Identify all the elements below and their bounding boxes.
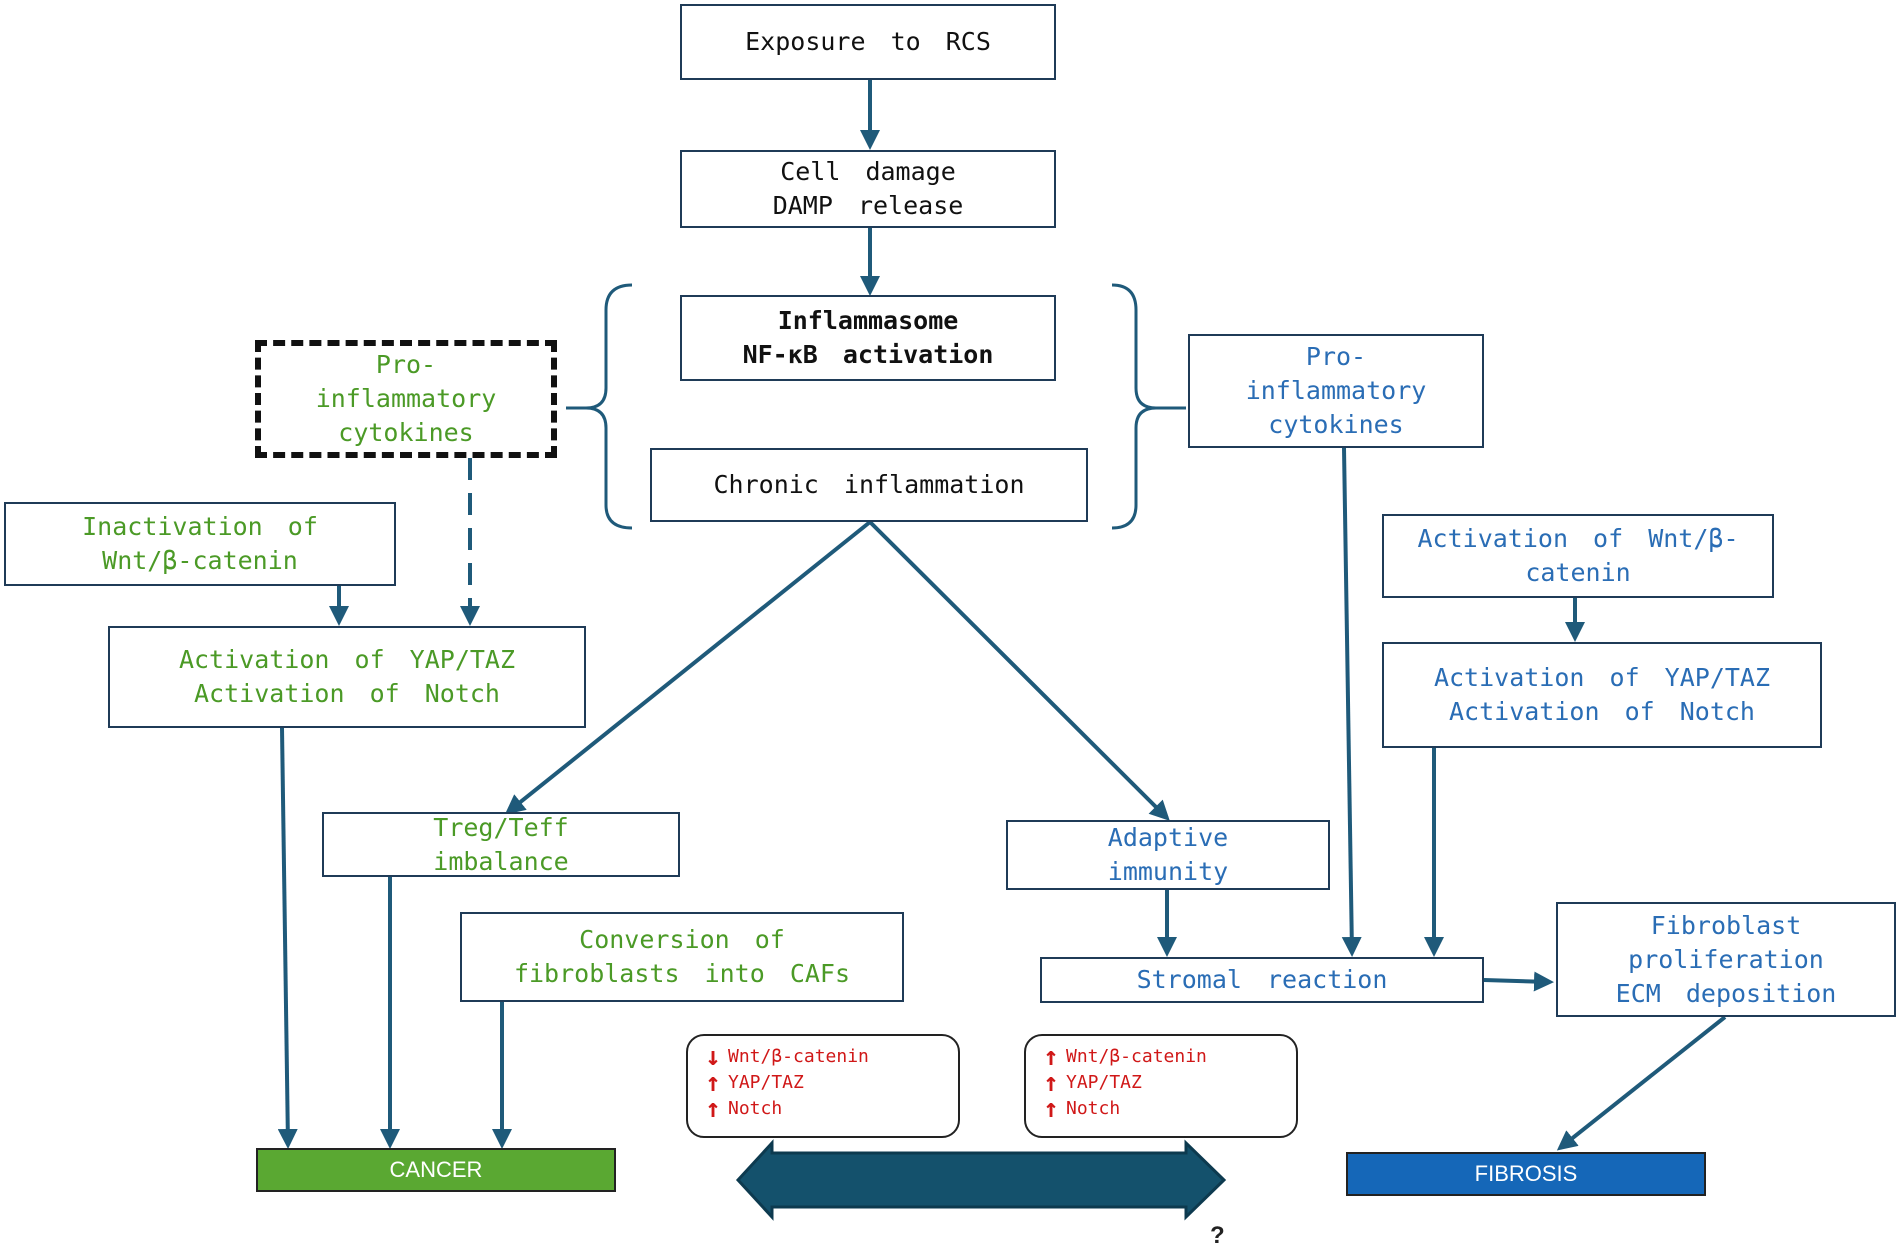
node-text: imbalance (433, 846, 569, 876)
signal-row: ↑ YAP/TAZ (698, 1070, 958, 1096)
node-exposure-to-rcs: Exposure to RCS (680, 4, 1056, 80)
node-text: cytokines (338, 418, 474, 447)
question-mark: ? (1210, 1222, 1225, 1249)
outcome-cancer: CANCER (256, 1148, 616, 1192)
up-arrow-icon: ↑ (1043, 1094, 1059, 1124)
signal-summary-cancer: ↓ Wnt/β-catenin ↑ YAP/TAZ ↑ Notch (686, 1034, 960, 1138)
node-caf-conversion: Conversion of fibroblasts into CAFs (460, 912, 904, 1002)
arrow-yap-left-to-cancer (277, 727, 298, 1149)
node-wnt-inactivation: Inactivation of Wnt/β-catenin (4, 502, 396, 586)
node-text: inflammatory (1245, 376, 1427, 405)
outcome-label: FIBROSIS (1474, 1161, 1578, 1186)
signal-row: ↑ Wnt/β-catenin (1036, 1044, 1296, 1070)
arrow-cytokines-to-stromal (1341, 447, 1362, 957)
node-text: Treg/Teff (433, 812, 569, 842)
node-text: Cell damage (780, 157, 956, 186)
node-adaptive-immunity: Adaptive immunity (1006, 820, 1330, 890)
node-text: Pro- (375, 350, 437, 379)
signal-row: ↑ YAP/TAZ (1036, 1070, 1296, 1096)
signal-row: ↑ Notch (1036, 1096, 1296, 1122)
node-wnt-activation: Activation of Wnt/β- catenin (1382, 514, 1774, 598)
node-text: Activation of YAP/TAZ (178, 645, 516, 674)
node-text: Conversion of (579, 925, 785, 954)
arrow-chronic-to-adaptive (868, 520, 1170, 821)
signal-label: YAP/TAZ (728, 1072, 804, 1093)
node-text: immunity (1107, 857, 1229, 886)
node-fibroblast-proliferation: Fibroblast proliferation ECM deposition (1556, 902, 1896, 1017)
node-text: Activation of Notch (194, 679, 500, 708)
signal-label: Notch (728, 1098, 783, 1119)
node-text: inflammatory (315, 384, 497, 413)
up-arrow-icon: ↑ (1043, 1068, 1059, 1098)
node-text: DAMP release (772, 191, 964, 220)
node-text: Chronic inflammation (713, 470, 1025, 499)
node-text: Exposure to RCS (745, 27, 991, 56)
node-stromal-reaction: Stromal reaction (1040, 957, 1484, 1003)
node-cell-damage: Cell damage DAMP release (680, 150, 1056, 228)
node-inflammasome: Inflammasome NF-κB activation (680, 295, 1056, 381)
left-bracket (585, 283, 633, 530)
signal-label: Wnt/β-catenin (728, 1046, 869, 1067)
node-text: Activation of Wnt/β- (1417, 524, 1739, 553)
signal-row: ↓ Wnt/β-catenin (698, 1044, 958, 1070)
node-text: Inflammasome (777, 306, 959, 335)
signal-summary-fibrosis: ↑ Wnt/β-catenin ↑ YAP/TAZ ↑ Notch (1024, 1034, 1298, 1138)
node-cytokines-right: Pro- inflammatory cytokines (1188, 334, 1484, 448)
node-text: ECM deposition (1615, 978, 1837, 1008)
node-text: Adaptive (1107, 823, 1229, 852)
node-text: Inactivation of (82, 512, 318, 541)
node-text: cytokines (1268, 410, 1404, 439)
node-text: Wnt/β-catenin (102, 546, 298, 575)
node-text: Activation of Notch (1449, 697, 1755, 726)
node-chronic-inflammation: Chronic inflammation (650, 448, 1088, 522)
signal-row: ↑ Notch (698, 1096, 958, 1122)
right-bracket (1111, 283, 1157, 530)
down-arrow-icon: ↓ (705, 1042, 721, 1072)
node-text: Pro- (1305, 342, 1367, 371)
signal-label: Notch (1066, 1098, 1121, 1119)
bidirectional-arrow (735, 1139, 1227, 1221)
signal-label: Wnt/β-catenin (1066, 1046, 1207, 1067)
node-text: Activation of YAP/TAZ (1433, 663, 1771, 692)
node-text: fibroblasts into CAFs (513, 959, 851, 988)
up-arrow-icon: ↑ (705, 1068, 721, 1098)
node-cytokines-left: Pro- inflammatory cytokines (255, 340, 557, 458)
node-text: Fibroblast (1650, 910, 1802, 940)
node-text: proliferation (1628, 944, 1824, 974)
arrow-stromal-to-fibroblast (1483, 971, 1554, 992)
arrow-chronic-to-treg (504, 520, 872, 815)
node-treg-teff: Treg/Teff imbalance (322, 812, 680, 877)
node-text: NF-κB activation (742, 340, 994, 369)
arrow-fibroblast-to-fibrosis (1556, 1015, 1727, 1151)
node-yap-notch-right: Activation of YAP/TAZ Activation of Notc… (1382, 642, 1822, 748)
node-text: Stromal reaction (1136, 965, 1388, 994)
signal-label: YAP/TAZ (1066, 1072, 1142, 1093)
up-arrow-icon: ↑ (1043, 1042, 1059, 1072)
up-arrow-icon: ↑ (705, 1094, 721, 1124)
outcome-fibrosis: FIBROSIS (1346, 1152, 1706, 1196)
node-text: catenin (1525, 558, 1631, 587)
node-yap-notch-left: Activation of YAP/TAZ Activation of Notc… (108, 626, 586, 728)
outcome-label: CANCER (389, 1157, 483, 1182)
